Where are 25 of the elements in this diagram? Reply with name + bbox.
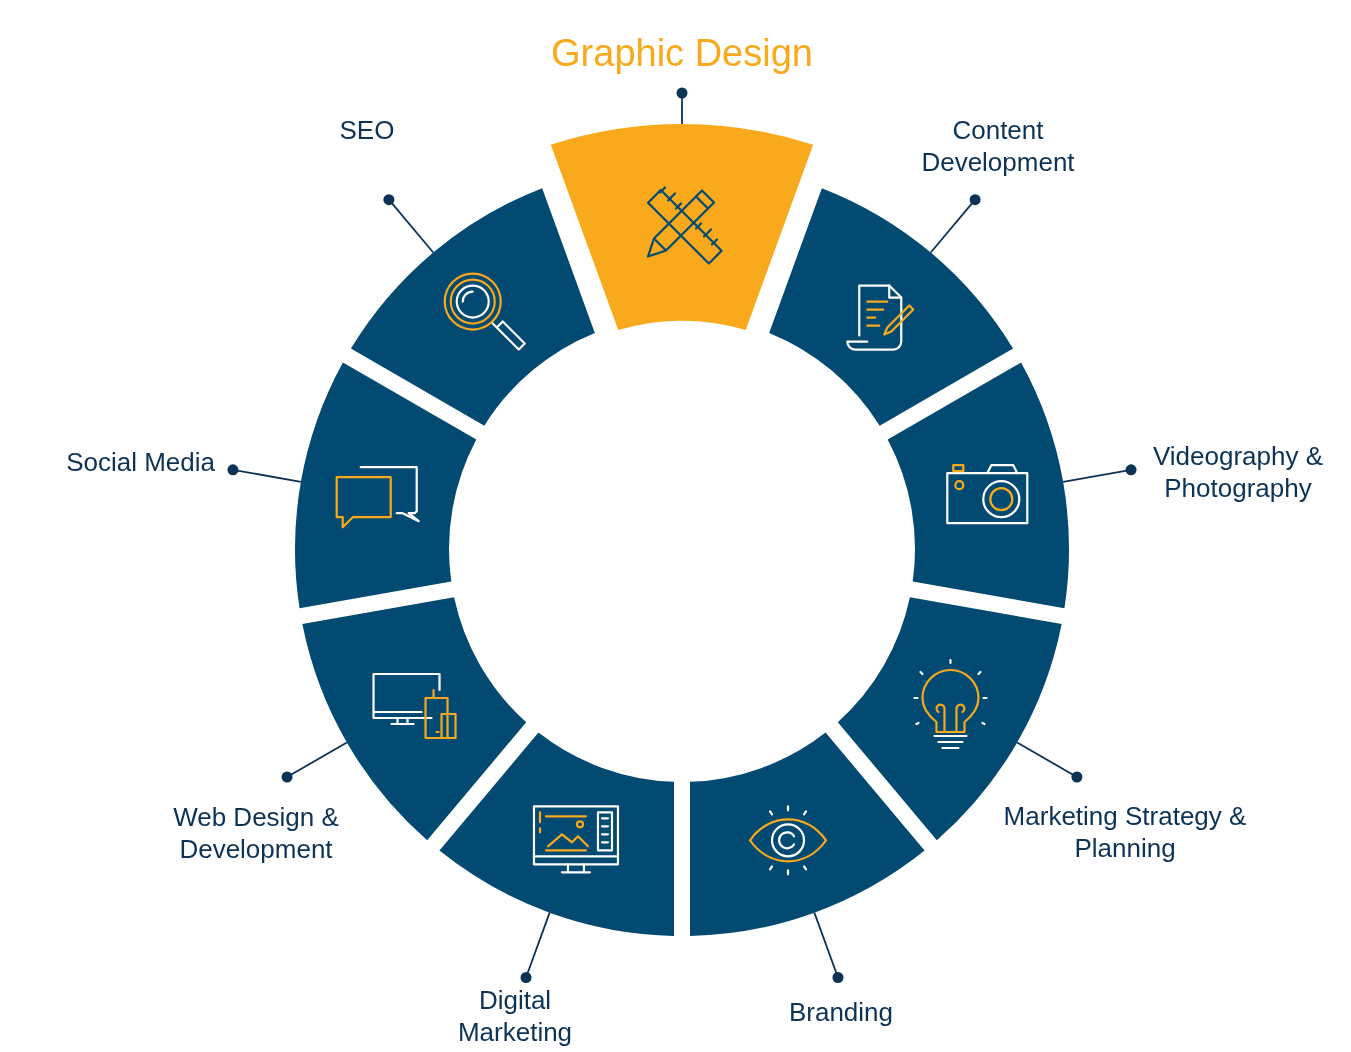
segment-label: Branding — [741, 996, 941, 1028]
leader-line — [227, 464, 302, 483]
segment-label: Digital Marketing — [425, 984, 605, 1048]
leader-line — [1016, 741, 1083, 783]
segment-label: Content Development — [888, 114, 1108, 178]
ring-segment — [887, 362, 1069, 609]
leader-line — [929, 194, 981, 254]
leader-line — [383, 194, 435, 254]
segment-label: Videography & Photography — [1128, 440, 1348, 504]
ring-segment — [295, 362, 477, 609]
leader-line — [1062, 464, 1137, 483]
segment-label: Social Media — [0, 446, 215, 478]
segment-label: Graphic Design — [472, 30, 892, 76]
ring-segment — [350, 188, 595, 426]
leader-line — [281, 741, 348, 783]
leader-line — [813, 911, 844, 983]
ring-segment — [690, 732, 925, 936]
ring-segment — [769, 188, 1014, 426]
segment-label: Web Design & Development — [131, 801, 381, 865]
segment-label: Marketing Strategy & Planning — [980, 800, 1270, 864]
highlighted-ring-segment — [550, 124, 814, 331]
leader-line — [676, 87, 688, 125]
segment-label: SEO — [307, 114, 427, 146]
ring-segment — [439, 732, 674, 936]
leader-line — [520, 911, 551, 983]
